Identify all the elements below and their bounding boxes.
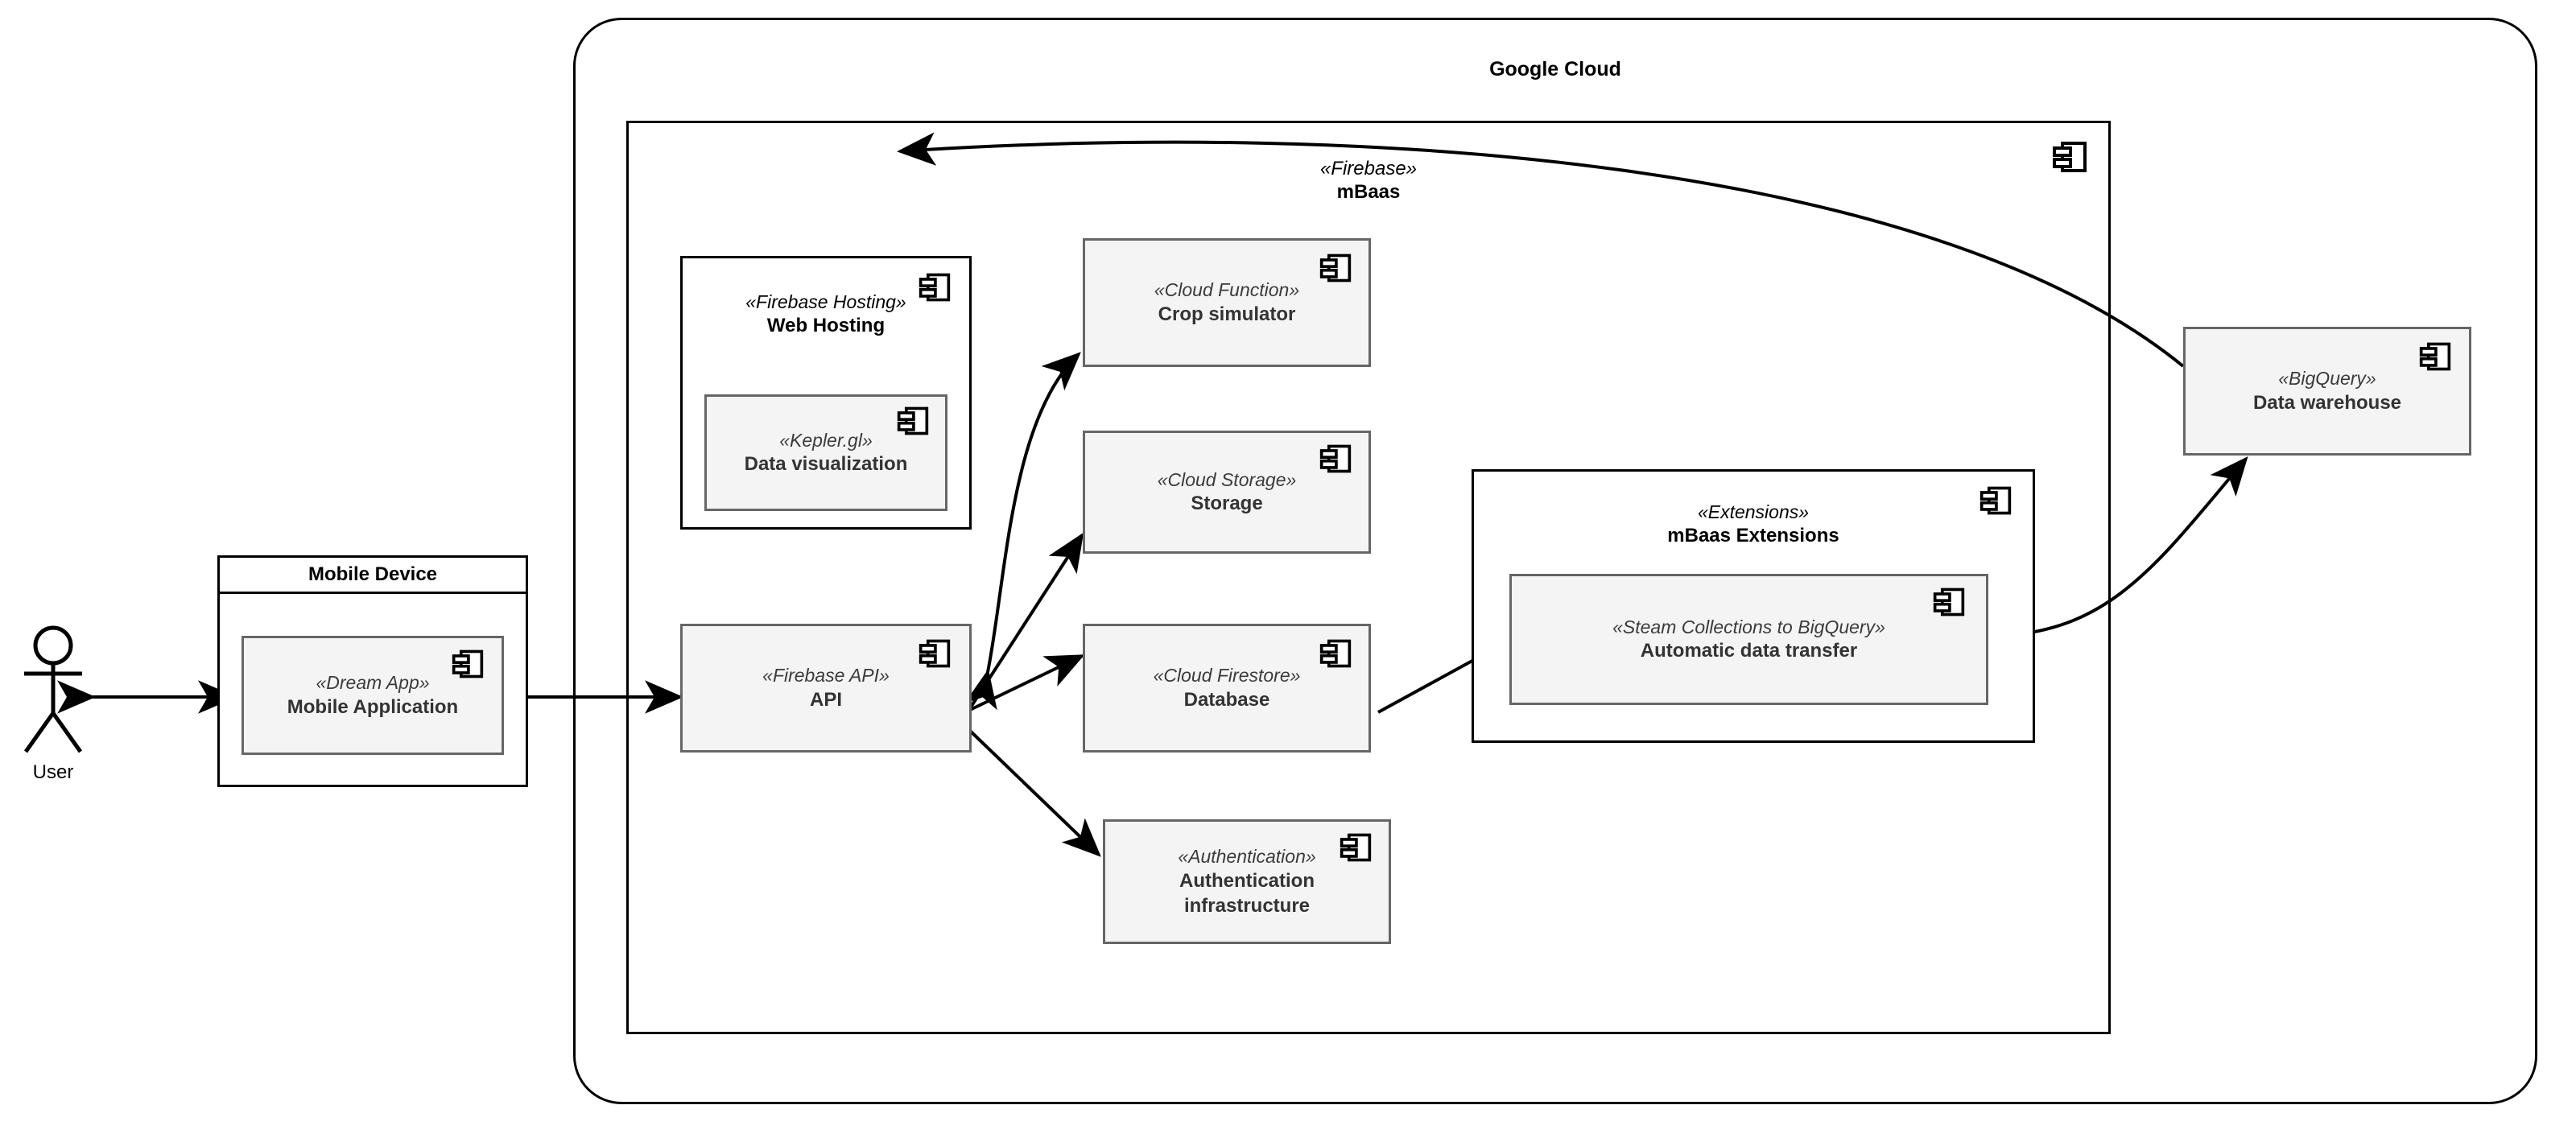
authentication-stereotype: «Authentication» [1178, 845, 1316, 867]
component-automatic-data-transfer[interactable]: «Steam Collections to BigQuery» Automati… [1509, 574, 1988, 705]
uml-component-icon [897, 406, 929, 435]
uml-component-icon [2419, 342, 2451, 371]
automatic-data-transfer-stereotype: «Steam Collections to BigQuery» [1612, 616, 1885, 637]
stick-figure-actor-icon [23, 625, 83, 753]
automatic-data-transfer-name: Automatic data transfer [1640, 640, 1858, 662]
api-stereotype: «Firebase API» [762, 665, 890, 687]
web-hosting-name: Web Hosting [766, 314, 886, 336]
uml-component-icon [919, 639, 951, 668]
mbaas-extensions-title: «Extensions» mBaas Extensions [1474, 501, 2033, 548]
uml-component-icon [1979, 486, 2012, 515]
bigquery-stereotype: «BigQuery» [2278, 368, 2376, 390]
mbaas-extensions-name: mBaas Extensions [1667, 524, 1839, 546]
data-visualization-stereotype: «Kepler.gl» [779, 429, 873, 451]
web-hosting-title: «Firebase Hosting» Web Hosting [683, 291, 969, 338]
crop-simulator-stereotype: «Cloud Function» [1154, 279, 1300, 301]
uml-component-icon [1319, 254, 1352, 282]
actor-label: User [32, 761, 74, 783]
mobile-application-stereotype: «Dream App» [316, 672, 430, 694]
uml-component-icon [1933, 588, 1965, 616]
crop-simulator-name: Crop simulator [1158, 303, 1296, 325]
firebase-mbaas-package [626, 121, 2111, 1034]
mobile-application-name: Mobile Application [287, 695, 459, 718]
database-stereotype: «Cloud Firestore» [1153, 665, 1301, 687]
mbaas-extensions-stereotype: «Extensions» [1697, 501, 1810, 522]
uml-component-icon [2053, 142, 2087, 172]
google-cloud-title: Google Cloud [1489, 58, 1621, 80]
firebase-mbaas-stereotype: «Firebase» [1319, 158, 1418, 179]
data-visualization-name: Data visualization [744, 453, 908, 476]
bigquery-name: Data warehouse [2252, 391, 2402, 414]
uml-component-icon [919, 273, 951, 302]
storage-stereotype: «Cloud Storage» [1157, 468, 1297, 490]
api-name: API [809, 688, 842, 711]
firebase-mbaas-name: mBaas [1336, 181, 1401, 204]
authentication-name-line2: infrastructure [1183, 894, 1311, 917]
google-cloud-boundary [573, 18, 2537, 1104]
firebase-mbaas-title: «Firebase» mBaas [626, 157, 2111, 204]
uml-component-icon [1319, 639, 1352, 668]
uml-component-icon [452, 649, 484, 678]
uml-component-icon [1319, 444, 1352, 473]
uml-component-icon [1340, 833, 1372, 862]
authentication-name-line1: Authentication [1179, 869, 1315, 892]
mobile-device-title: Mobile Device [220, 558, 526, 594]
database-name: Database [1183, 688, 1270, 711]
storage-name: Storage [1191, 493, 1263, 515]
web-hosting-stereotype: «Firebase Hosting» [745, 291, 906, 312]
